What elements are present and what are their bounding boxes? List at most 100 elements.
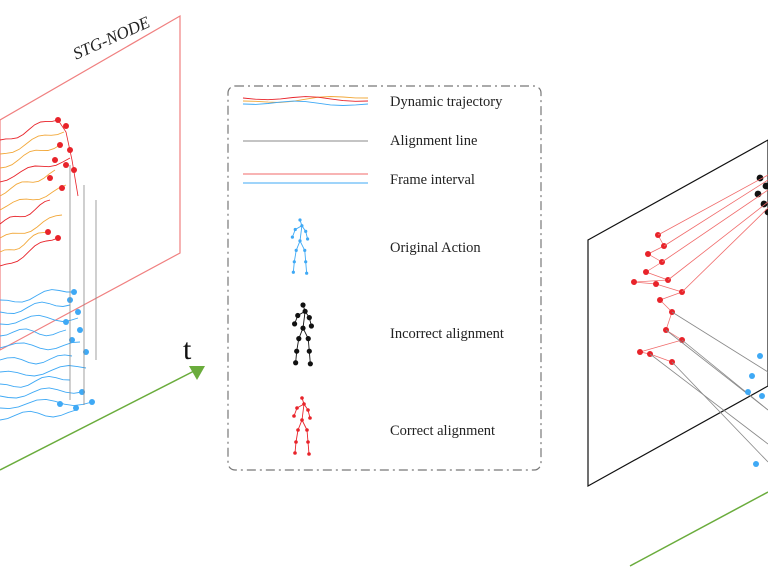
skeleton-joint	[305, 271, 309, 275]
skeleton-joint	[304, 260, 308, 264]
skeleton-bone	[306, 429, 309, 443]
right-red-bone	[665, 311, 673, 331]
trajectory-upper	[0, 231, 49, 253]
skeleton-joint	[294, 348, 300, 354]
trajectory-upper	[0, 131, 65, 155]
left-red-joint	[59, 185, 65, 191]
left-blue-joint	[71, 289, 77, 295]
legend-correct-skeleton	[292, 396, 312, 456]
left-red-joint	[55, 235, 61, 241]
right-alignment-panel	[587, 139, 768, 567]
left-red-joint	[63, 162, 69, 168]
trajectory-upper	[0, 237, 59, 267]
left-blue-joint	[75, 309, 81, 315]
trajectory-upper	[0, 144, 61, 169]
skeleton-bone	[304, 250, 307, 262]
skeleton-joint	[306, 237, 310, 241]
stg-node-frame	[0, 14, 181, 351]
left-blue-joint	[73, 405, 79, 411]
skeleton-joint	[308, 416, 312, 420]
legend-label-frame-interval: Frame interval	[390, 172, 475, 188]
legend-original-action-skeleton	[290, 218, 310, 275]
legend-incorrect-skeleton	[292, 302, 314, 367]
legend-label-dynamic-trajectory: Dynamic trajectory	[390, 94, 503, 110]
right-frame-interval-line	[663, 179, 768, 247]
right-blue-joint	[759, 393, 765, 399]
skeleton-bone	[292, 261, 295, 273]
skeleton-joint	[300, 396, 304, 400]
trajectory-upper	[0, 214, 63, 239]
left-red-joint	[57, 142, 63, 148]
legend-trajectory-blue	[242, 100, 369, 106]
skeleton-joint	[293, 451, 297, 455]
left-red-link	[57, 119, 79, 197]
right-red-bone	[655, 283, 683, 293]
skeleton-joint	[306, 348, 312, 354]
right-red-bone	[633, 279, 669, 283]
right-red-joint	[631, 279, 637, 285]
skeleton-joint	[292, 321, 298, 327]
right-alignment-line	[649, 353, 768, 445]
right-alignment-line	[671, 311, 768, 373]
skeleton-joint	[302, 308, 308, 314]
skeleton-joint	[294, 440, 298, 444]
skeleton-joint	[296, 428, 300, 432]
right-frame-interval-line	[657, 174, 768, 236]
trajectory-upper	[0, 184, 67, 211]
left-blue-joint	[63, 319, 69, 325]
skeleton-joint	[306, 408, 310, 412]
trajectory-lower	[0, 301, 71, 314]
skeleton-joint	[293, 360, 299, 366]
right-black-joint	[760, 200, 768, 208]
skeleton-joint	[300, 325, 306, 331]
skeleton-joint	[300, 224, 304, 228]
skeleton-bone	[305, 261, 308, 274]
trajectory-upper	[0, 169, 56, 197]
left-red-joint	[45, 229, 51, 235]
legend-trajectory-red	[242, 96, 369, 102]
skeleton-joint	[307, 452, 311, 456]
left-red-joint	[52, 157, 58, 163]
legend-border	[227, 85, 542, 471]
skeleton-joint	[296, 336, 302, 342]
skeleton-bone	[301, 403, 305, 421]
legend-box	[227, 85, 542, 471]
skeleton-joint	[295, 406, 299, 410]
right-frame-interval-line	[667, 201, 768, 281]
skeleton-joint	[292, 260, 296, 264]
skeleton-bone	[294, 441, 297, 454]
skeleton-joint	[305, 428, 309, 432]
left-blue-joint	[57, 401, 63, 407]
left-stg-node-panel	[0, 14, 205, 471]
trajectory-lower	[0, 354, 73, 365]
legend-label-alignment-line: Alignment line	[390, 133, 478, 149]
skeleton-joint	[294, 248, 298, 252]
right-blue-joint	[753, 461, 759, 467]
time-axis-label: t	[183, 333, 192, 366]
time-axis-line	[0, 368, 199, 471]
skeleton-joint	[302, 402, 306, 406]
trajectory-lower	[0, 289, 74, 303]
skeleton-joint	[308, 323, 314, 329]
right-red-bone	[659, 291, 683, 301]
skeleton-joint	[306, 315, 312, 321]
skeleton-joint	[298, 239, 302, 243]
skeleton-bone	[293, 250, 297, 262]
skeleton-joint	[304, 229, 308, 233]
skeleton-joint	[295, 312, 301, 319]
right-frame-interval-line	[681, 207, 768, 293]
right-frame-interval-line	[661, 189, 768, 263]
right-red-joint	[643, 269, 649, 275]
skeleton-bone	[295, 240, 301, 251]
left-blue-joint	[89, 399, 95, 405]
left-red-joint	[63, 123, 69, 129]
right-blue-joint	[745, 389, 751, 395]
right-red-bone	[639, 339, 683, 353]
right-time-axis	[629, 491, 768, 567]
right-alignment-line	[665, 329, 768, 411]
skeleton-joint	[298, 218, 302, 222]
trajectory-lower	[0, 341, 81, 351]
right-red-joint	[653, 281, 659, 287]
trajectory-lower	[0, 328, 67, 337]
